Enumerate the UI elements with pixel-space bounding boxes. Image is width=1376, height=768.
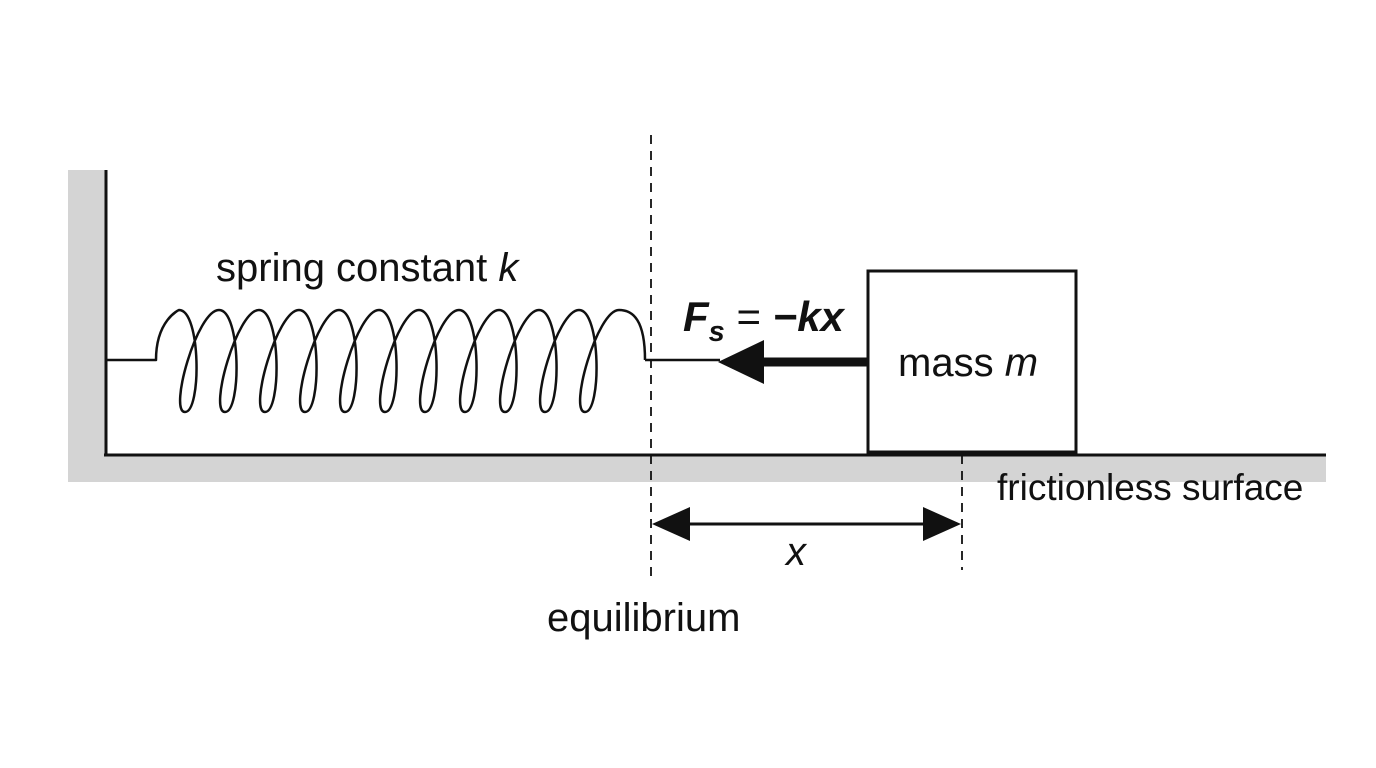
mass-block [866, 269, 1078, 454]
force-label: Fs = −kx [683, 293, 846, 348]
displacement-arrowhead-right [923, 507, 961, 541]
spring-constant-text: spring constant [216, 246, 498, 290]
mass-symbol: m [1005, 341, 1038, 385]
surface-label: frictionless surface [997, 467, 1303, 508]
spring-constant-label: spring constant k [216, 246, 520, 290]
force-arrowhead [718, 340, 764, 384]
displacement-label: x [784, 530, 808, 574]
equilibrium-label: equilibrium [547, 596, 740, 640]
displacement-arrowhead-left [652, 507, 690, 541]
force-equals: = [725, 293, 773, 340]
force-symbol: F [683, 293, 710, 340]
force-subscript: s [709, 316, 725, 348]
mass-label: mass m [898, 341, 1038, 385]
spring-constant-symbol: k [498, 246, 520, 290]
spring [153, 308, 647, 414]
mass-text: mass [898, 341, 1005, 385]
force-rhs: −kx [773, 293, 846, 340]
floor-shading [68, 455, 1326, 482]
wall-shading [68, 170, 106, 482]
